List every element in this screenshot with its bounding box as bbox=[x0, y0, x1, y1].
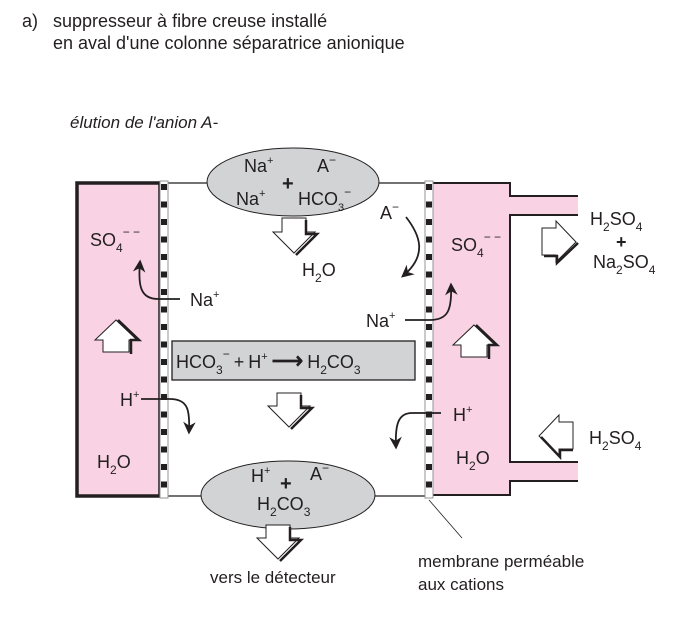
membrane-pore bbox=[426, 219, 432, 225]
membrane-pore bbox=[161, 324, 167, 330]
outlet-plus: + bbox=[616, 232, 627, 252]
membrane-strip bbox=[159, 180, 169, 499]
right-anion-label: A− bbox=[380, 200, 399, 223]
membrane-label-line2: aux cations bbox=[418, 575, 504, 594]
inlet-sulfuric-acid: H2SO4 bbox=[589, 428, 642, 453]
membrane-pore bbox=[161, 201, 167, 208]
membrane-callout-line bbox=[428, 499, 463, 539]
top-ellipse-na1: Na+ bbox=[244, 155, 273, 176]
membrane-pore bbox=[161, 236, 167, 243]
figure-title-line2: en aval d'une colonne séparatrice anioni… bbox=[53, 33, 405, 53]
membrane-pore bbox=[161, 411, 167, 418]
outlet-sulfuric-acid: H2SO4 bbox=[590, 209, 643, 234]
membrane-pore bbox=[426, 341, 432, 348]
top-ellipse-plus: + bbox=[282, 173, 294, 195]
membrane-pore bbox=[161, 184, 167, 190]
membrane-pore bbox=[161, 394, 167, 400]
bottom-ellipse-anion: A− bbox=[310, 461, 329, 484]
membrane-pore bbox=[426, 254, 432, 260]
top-ellipse-anion: A− bbox=[317, 153, 336, 176]
top-ellipse-na2: Na+ bbox=[236, 188, 265, 209]
right-anion-transport-arrow bbox=[401, 216, 421, 278]
left-water: H2O bbox=[97, 452, 131, 477]
right-sulfate: SO4− − bbox=[451, 230, 501, 260]
reaction-box bbox=[171, 340, 416, 381]
block-arrow-down-icon bbox=[271, 217, 321, 256]
left-h-transport-arrow bbox=[141, 398, 196, 435]
membrane-pore bbox=[161, 254, 167, 260]
figure-title-line1: suppresseur à fibre creuse installé bbox=[53, 11, 328, 31]
block-arrow-left-icon bbox=[538, 413, 574, 461]
block-arrow-up-icon bbox=[451, 324, 501, 359]
right-h-transport-arrow bbox=[389, 412, 441, 450]
membrane-pore bbox=[426, 359, 432, 365]
bottom-ellipse-carbonic-acid: H2CO3 bbox=[257, 494, 311, 519]
bottom-ellipse-proton: H+ bbox=[251, 465, 270, 486]
membrane-pore bbox=[426, 184, 432, 190]
membrane-pore bbox=[426, 464, 432, 470]
block-arrow-right-icon bbox=[541, 219, 579, 266]
membrane-pore bbox=[426, 236, 432, 243]
reaction-equation: HCO3−+H+⟶H2CO3 bbox=[176, 347, 361, 377]
membrane-pore bbox=[426, 201, 432, 208]
membrane-pore bbox=[161, 289, 167, 295]
right-membrane bbox=[424, 180, 434, 499]
membrane-pore bbox=[161, 219, 167, 225]
membrane-pore bbox=[161, 341, 167, 348]
left-proton-label: H+ bbox=[120, 389, 139, 410]
membrane-pore bbox=[161, 376, 167, 383]
membrane-pore bbox=[426, 271, 432, 278]
right-na-transport-arrow bbox=[405, 282, 458, 321]
outlet-sodium-sulfate: Na2SO4 bbox=[593, 252, 656, 277]
bottom-ellipse-plus: + bbox=[280, 473, 292, 495]
membrane-pore bbox=[426, 376, 432, 383]
membrane-pore bbox=[426, 446, 432, 453]
membrane-pore bbox=[426, 411, 432, 418]
left-membrane bbox=[159, 180, 169, 499]
detector-label: vers le détecteur bbox=[210, 568, 336, 587]
right-regenerant-chamber bbox=[432, 183, 578, 495]
membrane-pore bbox=[426, 481, 432, 488]
block-arrow-up-icon bbox=[93, 319, 143, 354]
left-sulfate: SO4− − bbox=[90, 225, 140, 255]
membrane-pore bbox=[161, 446, 167, 453]
membrane-pore bbox=[161, 271, 167, 278]
membrane-pore bbox=[161, 306, 167, 313]
membrane-pore bbox=[426, 324, 432, 330]
membrane-pore bbox=[426, 394, 432, 400]
left-na-transport-arrow bbox=[132, 259, 180, 300]
membrane-pore bbox=[161, 359, 167, 365]
block-arrow-down-icon bbox=[255, 524, 305, 562]
left-na-label: Na+ bbox=[190, 289, 219, 310]
right-chamber-outline bbox=[432, 182, 578, 496]
membrane-pore bbox=[161, 429, 167, 435]
right-na-label: Na+ bbox=[366, 310, 395, 331]
membrane-pore bbox=[426, 429, 432, 435]
membrane-pore bbox=[426, 306, 432, 313]
block-arrow-down-icon bbox=[266, 392, 316, 430]
figure-subtitle: élution de l'anion A- bbox=[70, 113, 219, 132]
membrane-label-line1: membrane perméable bbox=[418, 552, 584, 571]
panel-letter: a) bbox=[22, 11, 39, 31]
membrane-strip bbox=[424, 180, 434, 499]
membrane-pore bbox=[161, 464, 167, 470]
right-water: H2O bbox=[456, 448, 490, 473]
top-product-water: H2O bbox=[302, 260, 336, 285]
top-ellipse bbox=[206, 147, 380, 217]
membrane-pore bbox=[161, 481, 167, 488]
right-proton-label: H+ bbox=[453, 404, 472, 425]
membrane-pore bbox=[426, 289, 432, 295]
top-ellipse-bicarbonate: HCO3− bbox=[298, 185, 351, 214]
